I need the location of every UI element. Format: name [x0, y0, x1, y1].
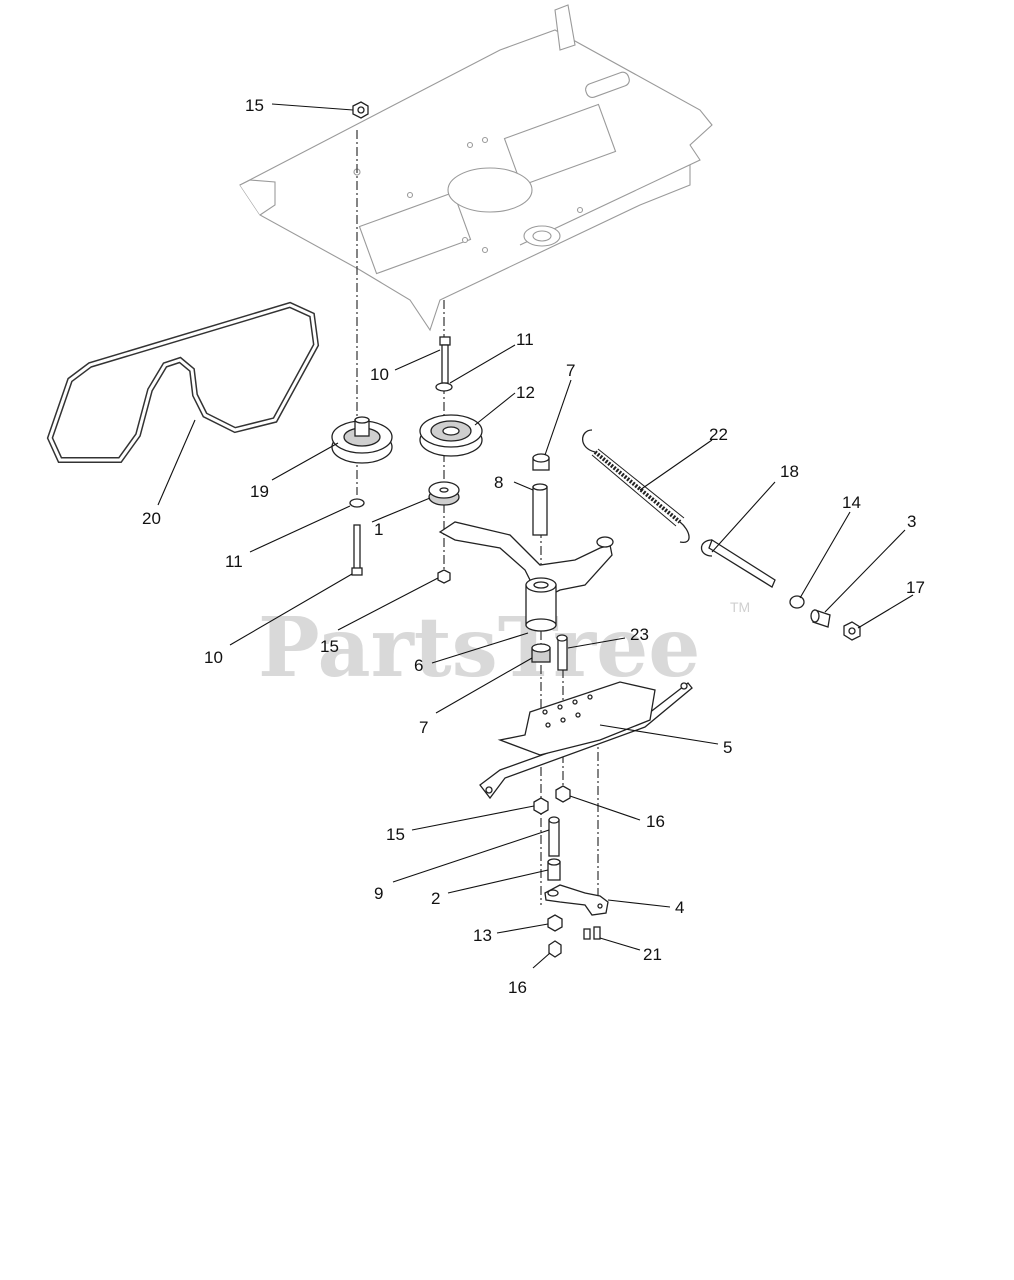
callout-21: 21 [643, 945, 662, 964]
callout-2: 2 [431, 889, 440, 908]
callout-4: 4 [675, 898, 684, 917]
callout-11-lower: 11 [225, 552, 243, 571]
washer-11-upper [435, 382, 453, 392]
callout-8: 8 [494, 473, 503, 492]
nut-16-bottom [548, 940, 562, 958]
screw-21 [583, 926, 601, 940]
spring-22 [581, 429, 690, 543]
callout-20: 20 [142, 509, 161, 528]
callout-9: 9 [374, 884, 383, 903]
callout-6: 6 [414, 656, 423, 675]
deck-plate [239, 4, 713, 332]
bracket-4 [544, 884, 609, 916]
nut-15-top [352, 101, 369, 119]
callout-18: 18 [780, 462, 799, 481]
callout-14: 14 [842, 493, 861, 512]
nut-15-middle [437, 569, 451, 584]
nut-14 [789, 595, 805, 609]
nut-17 [843, 621, 861, 641]
pin-23 [556, 634, 568, 671]
tube-8 [532, 483, 548, 536]
callout-10-lower: 10 [204, 648, 223, 667]
callout-3: 3 [907, 512, 916, 531]
bushing-7-top [532, 453, 550, 471]
bolt-10-upper [439, 336, 451, 384]
bolt-9 [548, 816, 560, 857]
callout-10-upper: 10 [370, 365, 389, 384]
callout-labels: 15 10 11 12 7 22 18 14 3 17 19 20 8 1 11… [142, 96, 925, 997]
nut-16-upper [555, 785, 571, 803]
callout-15-middle: 15 [320, 637, 339, 656]
callout-15-lower: 15 [386, 825, 405, 844]
nut-15-lower [533, 797, 549, 815]
belt-20 [46, 301, 320, 463]
washer-11-lower [349, 498, 365, 508]
callout-17: 17 [906, 578, 925, 597]
idler-pulley-12 [419, 414, 483, 457]
bushing-7-bottom [531, 643, 551, 663]
callout-11-upper: 11 [516, 330, 534, 349]
pulley-19 [331, 416, 393, 464]
nut-13 [547, 914, 563, 932]
spacer-2 [547, 858, 561, 881]
callout-19: 19 [250, 482, 269, 501]
rod-18 [700, 539, 776, 588]
callout-16-bottom: 16 [508, 978, 527, 997]
leader-lines [157, 103, 914, 969]
callout-7-bottom: 7 [419, 718, 428, 737]
callout-23: 23 [630, 625, 649, 644]
mount-plate-5 [479, 681, 693, 800]
watermark-trademark: TM [730, 599, 750, 615]
callout-13: 13 [473, 926, 492, 945]
callout-15-top: 15 [245, 96, 264, 115]
callout-16-upper: 16 [646, 812, 665, 831]
spacer-1 [428, 481, 460, 506]
callout-1: 1 [374, 520, 383, 539]
callout-5: 5 [723, 738, 732, 757]
idler-arm-6 [438, 521, 614, 632]
sleeve-3 [810, 609, 831, 628]
callout-7-top: 7 [566, 361, 575, 380]
bolt-10-lower [351, 524, 363, 576]
callout-22: 22 [709, 425, 728, 444]
callout-12: 12 [516, 383, 535, 402]
